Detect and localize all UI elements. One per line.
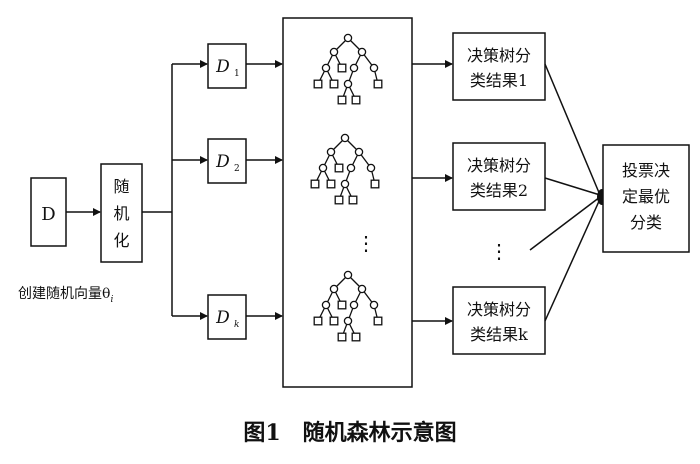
result-2-line2: 类结果2 (470, 181, 528, 200)
tree-internal-node (326, 147, 336, 157)
tree-internal-node (340, 179, 350, 189)
decision-trees (310, 33, 383, 342)
tree-internal-node (369, 300, 379, 310)
tree-leaf-node (337, 332, 347, 342)
tree-leaf-node (337, 300, 347, 310)
tree-internal-node (349, 63, 359, 73)
tree-internal-node (354, 147, 364, 157)
result-3-line1: 决策树分 (467, 300, 531, 319)
result-3-line2: 类结果k (470, 325, 528, 344)
randomize-char-1: 随 (113, 177, 129, 196)
tree-internal-node (369, 63, 379, 73)
tree-leaf-node (373, 79, 383, 89)
tree-internal-node (357, 47, 367, 57)
tree-internal-node (343, 316, 353, 326)
subset-node-1: D 1 (207, 43, 247, 89)
tree-leaf-node (334, 195, 344, 205)
forest-to-result-edges (412, 60, 453, 325)
tree-internal-node (340, 133, 350, 143)
vote-node: 投票决 定最优 分类 (602, 144, 690, 253)
tree-leaf-node (334, 163, 344, 173)
result-ellipsis: ⋮ (489, 239, 509, 263)
result-to-vote-edges (529, 63, 601, 322)
tree-leaf-node (351, 332, 361, 342)
subset-node-2: D 2 (207, 138, 247, 184)
subset-node-3: D k (207, 294, 247, 340)
subset-2-letter: D (215, 152, 230, 172)
tree-leaf-node (310, 179, 320, 189)
tree-internal-node (343, 270, 353, 280)
result-node-2: 决策树分 类结果2 (452, 142, 546, 211)
result-2-line1: 决策树分 (467, 156, 531, 175)
random-vector-subscript: i (110, 295, 113, 305)
subset-3-letter: D (215, 308, 230, 328)
result-node-3: 决策树分 类结果k (452, 286, 546, 355)
tree-internal-node (321, 300, 331, 310)
tree-leaf-node (313, 79, 323, 89)
tree-internal-node (318, 163, 328, 173)
tree-leaf-node (370, 179, 380, 189)
tree-leaf-node (329, 316, 339, 326)
randomize-char-2: 机 (113, 204, 129, 223)
tree-leaf-node (348, 195, 358, 205)
figure-caption: 图1 随机森林示意图 (243, 420, 456, 446)
subset-3-subscript: k (234, 320, 239, 330)
result-node-1: 决策树分 类结果1 (452, 32, 546, 101)
randomize-node: 随 机 化 (100, 163, 143, 263)
vote-line1: 投票决 (622, 161, 670, 180)
subset-1-letter: D (215, 57, 230, 77)
tree-leaf-node (337, 63, 347, 73)
tree-internal-node (329, 47, 339, 57)
subset-1-subscript: 1 (234, 69, 240, 79)
tree-internal-node (321, 63, 331, 73)
splitter-edges (142, 60, 208, 320)
random-vector-text: 创建随机向量θ (18, 286, 110, 302)
subset-to-forest-edges (246, 60, 283, 320)
tree-leaf-node (337, 95, 347, 105)
tree-leaf-node (373, 316, 383, 326)
decision-tree-3 (313, 270, 383, 342)
tree-leaf-node (351, 95, 361, 105)
input-label: D (41, 204, 55, 225)
subset-2-subscript: 2 (234, 164, 240, 174)
result-1-line2: 类结果1 (470, 71, 528, 90)
vote-line2: 定最优 (622, 187, 670, 206)
decision-tree-1 (313, 33, 383, 105)
tree-internal-node (366, 163, 376, 173)
vote-line3: 分类 (630, 213, 662, 232)
random-vector-label: 创建随机向量θi (18, 286, 113, 305)
result-1-line1: 决策树分 (467, 46, 531, 65)
tree-internal-node (343, 33, 353, 43)
forest-container (282, 17, 413, 388)
tree-leaf-node (329, 79, 339, 89)
input-node: D (30, 177, 67, 247)
forest-ellipsis: ⋮ (356, 231, 376, 255)
tree-leaf-node (313, 316, 323, 326)
tree-leaf-node (326, 179, 336, 189)
tree-internal-node (346, 163, 356, 173)
randomize-char-3: 化 (113, 231, 129, 250)
tree-internal-node (343, 79, 353, 89)
tree-internal-node (329, 284, 339, 294)
decision-tree-2 (310, 133, 380, 205)
tree-internal-node (357, 284, 367, 294)
tree-internal-node (349, 300, 359, 310)
